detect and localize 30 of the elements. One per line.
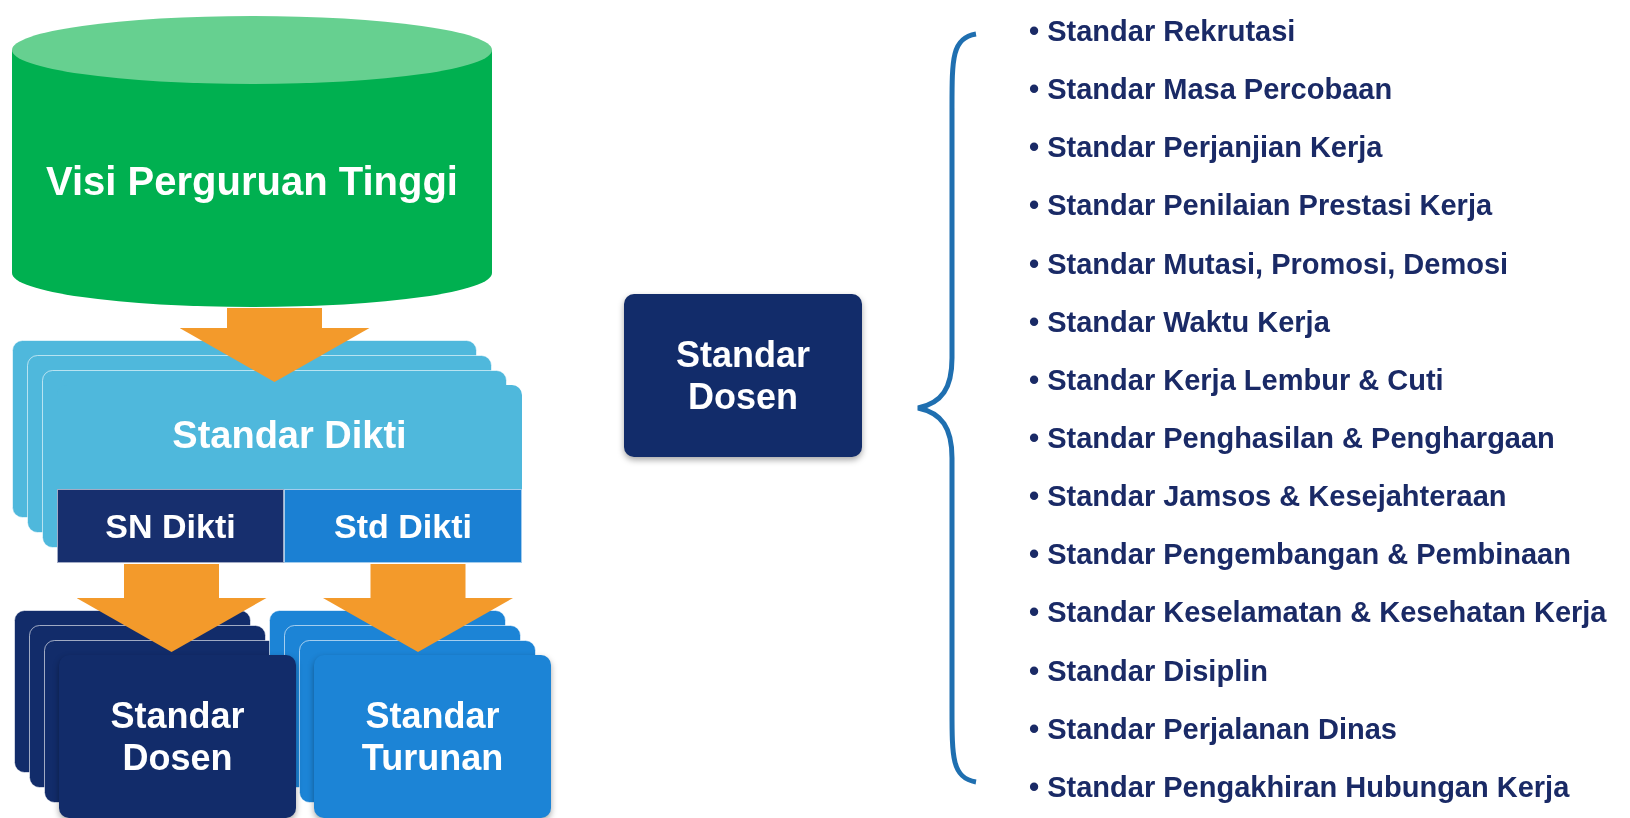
- list-item: • Standar Pengakhiran Hubungan Kerja: [1028, 769, 1571, 804]
- list-item: • Standar Keselamatan & Kesehatan Kerja: [1028, 595, 1608, 630]
- list-item: • Standar Masa Percobaan: [1028, 72, 1394, 107]
- cylinder-shape: [12, 16, 492, 307]
- block-arrow: [179, 308, 370, 382]
- list-item: • Standar Perjanjian Kerja: [1028, 130, 1384, 165]
- node-label: Standar Dikti: [172, 414, 407, 458]
- process-box: [59, 655, 296, 818]
- node-label: Standar Dosen: [674, 333, 811, 418]
- process-box: [314, 655, 551, 818]
- list-item: • Standar Mutasi, Promosi, Demosi: [1028, 246, 1510, 281]
- block-arrow: [323, 564, 513, 652]
- node-label: Standar Turunan: [360, 694, 505, 779]
- list-item: • Standar Disiplin: [1028, 653, 1269, 688]
- list-item: • Standar Pengembangan & Pembinaan: [1028, 537, 1572, 572]
- node-label: Visi Perguruan Tinggi: [46, 159, 458, 204]
- list-item: • Standar Penilaian Prestasi Kerja: [1028, 188, 1494, 223]
- list-item: • Standar Perjalanan Dinas: [1028, 711, 1398, 746]
- list-item: • Standar Rekrutasi: [1028, 14, 1297, 48]
- process-box: [57, 489, 284, 563]
- node-label: Std Dikti: [334, 506, 472, 546]
- list-item: • Standar Penghasilan & Penghargaan: [1028, 421, 1556, 455]
- process-box: [624, 294, 862, 457]
- list-item: • Standar Kerja Lembur & Cuti: [1028, 362, 1445, 397]
- list-item: • Standar Jamsos & Kesejahteraan: [1028, 479, 1508, 514]
- node-label: SN Dikti: [105, 506, 236, 546]
- block-arrow: [76, 564, 267, 652]
- process-box: [284, 489, 522, 563]
- node-label: Standar Dosen: [109, 694, 246, 779]
- list-item: • Standar Waktu Kerja: [1028, 304, 1331, 339]
